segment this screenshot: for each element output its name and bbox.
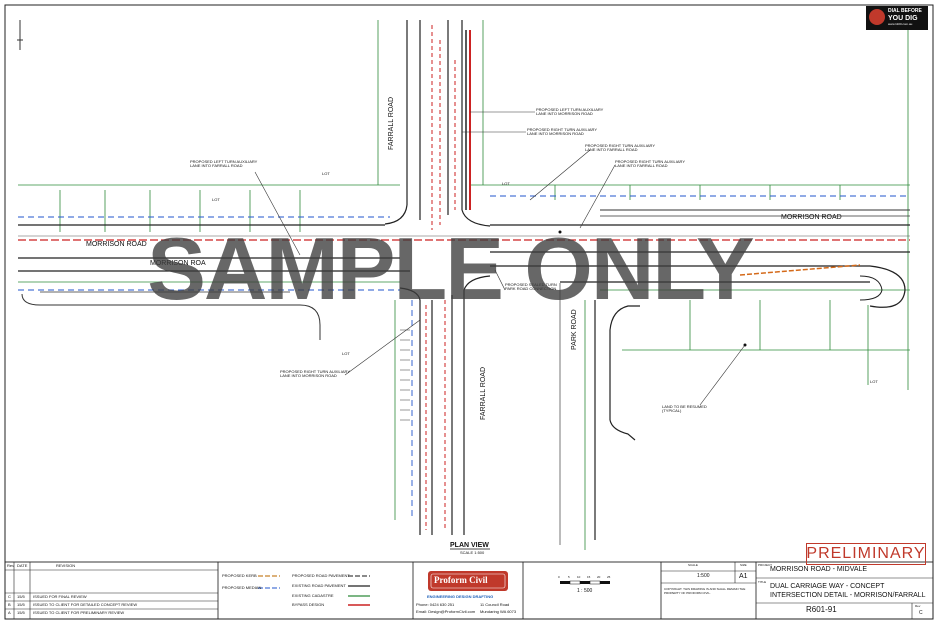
title-line1: DUAL CARRIAGE WAY - CONCEPT bbox=[770, 583, 885, 590]
annotation-6: PROPOSED SEALED TURN PARK ROAD CONNECTIO… bbox=[505, 282, 557, 291]
annotation-3: PROPOSED RIGHT TURN AUXILIARY LANE INTO … bbox=[585, 143, 655, 152]
title-label: TITLE bbox=[758, 580, 767, 584]
road-label-morrison-west-lower: MORRISON ROA bbox=[150, 260, 206, 267]
lot-label: LOT bbox=[322, 171, 330, 176]
dbyd-line1: DIAL BEFORE bbox=[888, 8, 922, 14]
revision-rev: B bbox=[8, 602, 11, 607]
title-line2: INTERSECTION DETAIL - MORRISON/FARRALL bbox=[770, 592, 926, 599]
sheet-scale: 1:500 bbox=[697, 573, 710, 579]
legend-label: EXISTING ROAD PAVEMENT bbox=[292, 583, 346, 588]
company-email: Email: Design@ProformCivil.com bbox=[416, 609, 476, 614]
annotation-8: LAND TO BE RESUMED (TYPICAL) bbox=[662, 404, 707, 413]
road-label-farrall-south: FARRALL ROAD bbox=[480, 366, 487, 420]
annotation-5: PROPOSED RIGHT TURN AUXILIARY LANE INTO … bbox=[615, 159, 685, 168]
company-phone: Phone: 0424 630 251 bbox=[416, 602, 455, 607]
scalebar-tick: 10 bbox=[577, 575, 581, 579]
annotation-2: PROPOSED RIGHT TURN AUXILIARY LANE INTO … bbox=[527, 127, 597, 136]
scalebar-tick: 20 bbox=[597, 575, 601, 579]
road-label-farrall-north: FARRALL ROAD bbox=[388, 96, 395, 150]
revision-date: 15/5 bbox=[17, 610, 25, 615]
legend-label: BYPASS DESIGN bbox=[292, 602, 325, 607]
preliminary-stamp: PRELIMINARY bbox=[806, 543, 926, 565]
sample-only-watermark: SAMPLE ONLY bbox=[147, 219, 755, 318]
lot-label: LOT bbox=[212, 197, 220, 202]
plan-view-title: PLAN VIEW bbox=[450, 542, 489, 549]
rev-date-header: DATE bbox=[17, 563, 28, 568]
revision-text: ISSUED TO CLIENT FOR PRELIMINARY REVIEW bbox=[33, 610, 125, 615]
annotation-1: PROPOSED LEFT TURN AUXILIARY LANE INTO M… bbox=[536, 107, 604, 116]
scale-label: SCALE bbox=[688, 563, 698, 567]
size-label: SIZE bbox=[740, 563, 747, 567]
legend-samples bbox=[258, 575, 370, 606]
rev-label: Rev bbox=[915, 604, 921, 608]
plan-view-scale: SCALE 1:500 bbox=[460, 550, 485, 555]
revision-text: ISSUED TO CLIENT FOR DETAILED CONCEPT RE… bbox=[33, 602, 138, 607]
proform-logo-shape bbox=[428, 571, 508, 591]
drawing-number: R601-91 bbox=[806, 605, 837, 614]
rev-header: Rev bbox=[7, 563, 15, 568]
company-tagline: ENGINEERING DESIGN DRAFTING bbox=[427, 594, 494, 599]
project-label: PROJECT bbox=[758, 563, 773, 567]
dbyd-line3: www.1100.com.au bbox=[888, 22, 913, 26]
phone-icon bbox=[869, 9, 885, 25]
revision-rev: A bbox=[8, 610, 11, 615]
scalebar-label: 1 : 500 bbox=[577, 588, 593, 594]
project-name: MORRISON ROAD - MIDVALE bbox=[770, 566, 868, 573]
scalebar-tick: 15 bbox=[587, 575, 591, 579]
road-label-morrison-west: MORRISON ROAD bbox=[86, 241, 147, 248]
rev-text-header: REVISION bbox=[56, 563, 76, 568]
dial-before-you-dig-logo: DIAL BEFORE YOU DIG www.1100.com.au bbox=[866, 6, 928, 30]
revision-date: 15/5 bbox=[17, 602, 25, 607]
company-name: Proform Civil bbox=[434, 575, 488, 585]
legend-label: PROPOSED MEDIAN bbox=[222, 585, 262, 590]
lot-label: LOT bbox=[870, 379, 878, 384]
dbyd-line2: YOU DIG bbox=[888, 15, 918, 22]
legend-label: PROPOSED KERB bbox=[222, 573, 257, 578]
plan-view-area bbox=[18, 20, 910, 550]
company-address1: 11 Council Road bbox=[480, 602, 510, 607]
legend-label: PROPOSED ROAD PAVEMENT bbox=[292, 573, 350, 578]
legend-label: EXISTING CADASTRE bbox=[292, 593, 334, 598]
lot-label: LOT bbox=[502, 181, 510, 186]
scalebar bbox=[560, 580, 610, 585]
scalebar-tick: 0 bbox=[558, 575, 560, 579]
copyright-notes: COPYRIGHT. THIS DRAWING IS AND SHALL REM… bbox=[664, 587, 746, 595]
scalebar-tick: 25 bbox=[607, 575, 611, 579]
road-label-morrison-east: MORRISON ROAD bbox=[781, 214, 842, 221]
drawing-rev: C bbox=[919, 610, 923, 616]
north-arrow-icon bbox=[17, 20, 23, 50]
company-address2: Mundaring WA 6073 bbox=[480, 609, 517, 614]
revision-date: 15/5 bbox=[17, 594, 25, 599]
scalebar-tick: 5 bbox=[568, 575, 570, 579]
lot-label: LOT bbox=[342, 351, 350, 356]
title-block-grid bbox=[4, 561, 934, 620]
annotation-4: PROPOSED LEFT TURN AUXILIARY LANE INTO F… bbox=[190, 159, 258, 168]
sheet-size: A1 bbox=[739, 573, 748, 580]
revision-rev: C bbox=[8, 594, 11, 599]
annotation-7: PROPOSED RIGHT TURN AUXILIARY LANE INTO … bbox=[280, 369, 350, 378]
revision-text: ISSUED FOR FINAL REVIEW bbox=[33, 594, 87, 599]
